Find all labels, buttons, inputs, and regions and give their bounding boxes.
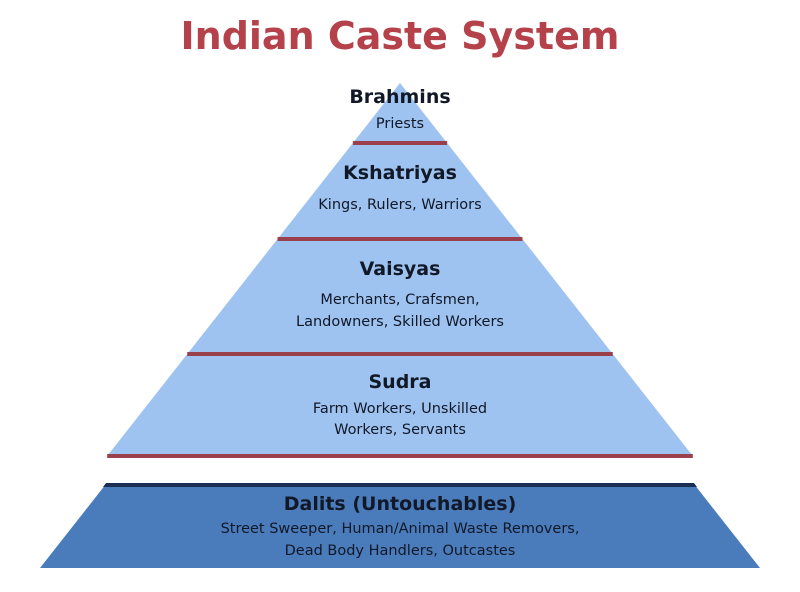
tier-divider: [277, 237, 523, 241]
tier-vaisyas-name: Vaisyas: [359, 258, 441, 280]
tier-divider: [187, 352, 613, 356]
tier-vaisyas-desc-line2: Landowners, Skilled Workers: [296, 314, 504, 330]
tier-vaisyas-shape: [188, 237, 612, 352]
tier-dalits-desc-line2: Dead Body Handlers, Outcastes: [284, 543, 516, 559]
tier-sudra-name: Sudra: [368, 371, 432, 393]
diagram-title: Indian Caste System: [180, 14, 620, 58]
tier-brahmins-shape: [354, 83, 446, 141]
dalits-top-border: [103, 483, 697, 487]
tier-kshatriyas-shape: [279, 141, 521, 237]
tier-brahmins-desc: Priests: [375, 116, 425, 132]
tier-kshatriyas-desc: Kings, Rulers, Warriors: [318, 197, 482, 213]
tier-sudra-desc-line1: Farm Workers, Unskilled: [312, 401, 488, 417]
tier-dalits-shape: [40, 484, 760, 568]
tier-dalits-name: Dalits (Untouchables): [283, 493, 517, 515]
tier-vaisyas-desc-line1: Merchants, Crafsmen,: [320, 292, 480, 308]
tier-divider: [107, 454, 693, 458]
tier-dalits-desc-line1: Street Sweeper, Human/Animal Waste Remov…: [220, 521, 580, 537]
tier-sudra-shape: [108, 352, 692, 454]
tier-kshatriyas-name: Kshatriyas: [343, 162, 457, 184]
tier-brahmins-name: Brahmins: [349, 86, 451, 108]
tier-divider: [352, 141, 448, 145]
tier-sudra-desc-line2: Workers, Servants: [334, 422, 466, 438]
